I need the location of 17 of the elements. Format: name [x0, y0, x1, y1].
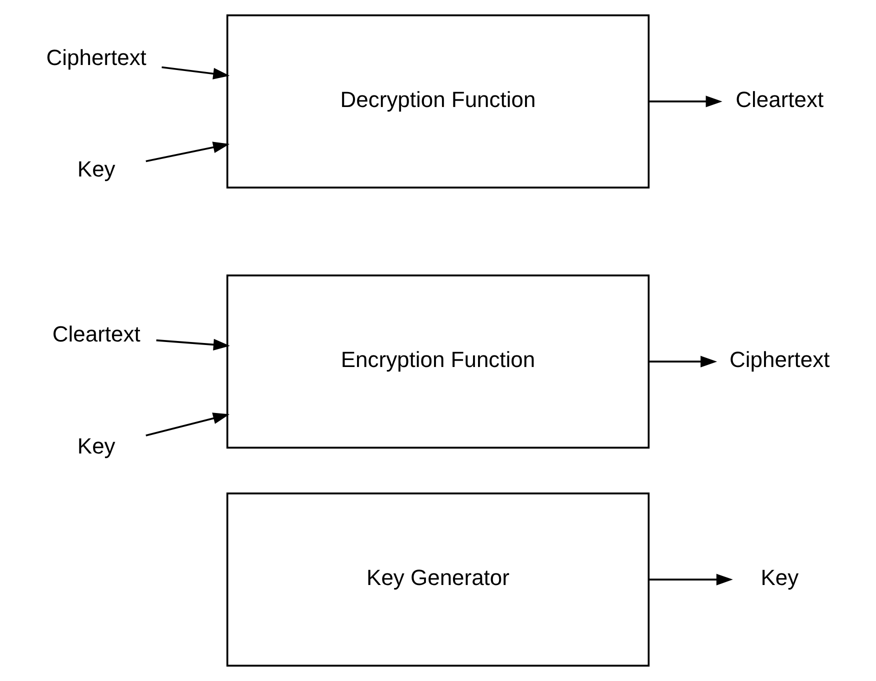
node-text: Ciphertext — [730, 347, 830, 372]
arrow — [649, 96, 722, 108]
node-box: Decryption Function — [226, 14, 650, 188]
node-text: Key — [760, 565, 799, 590]
arrow — [146, 412, 230, 436]
arrow — [649, 574, 733, 586]
node-text: Key — [77, 433, 116, 458]
arrow — [156, 338, 230, 350]
arrow — [162, 66, 230, 80]
node-text: Cleartext — [736, 87, 824, 112]
node-box: Key Generator — [226, 492, 650, 667]
node-box: Encryption Function — [226, 274, 650, 449]
arrow — [146, 142, 230, 162]
node-text: Ciphertext — [46, 44, 146, 70]
node-text: Key — [77, 156, 116, 182]
node-text: Cleartext — [52, 322, 140, 347]
arrow — [649, 356, 718, 368]
